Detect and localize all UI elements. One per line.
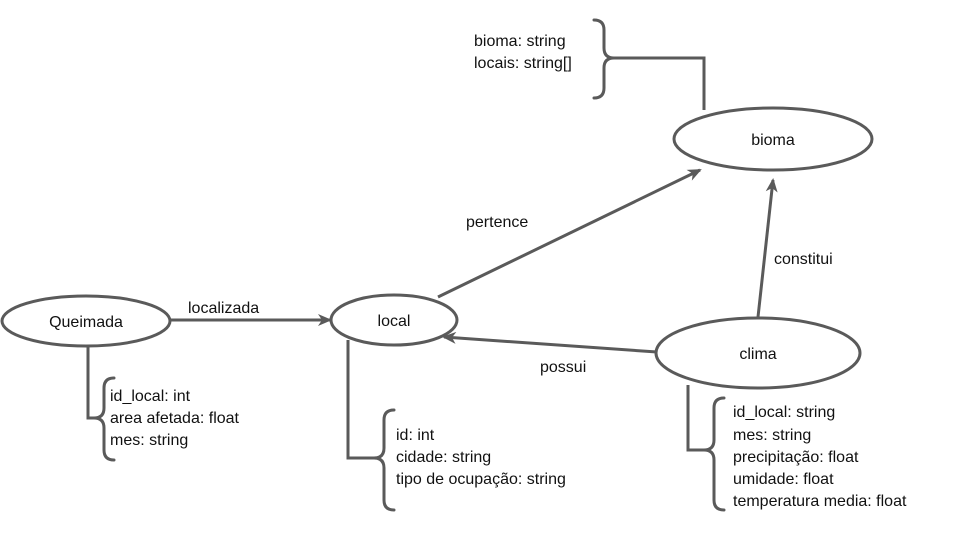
bioma-attributes-brace	[592, 18, 616, 100]
edge-pertence	[437, 168, 702, 299]
queimada-attr-mes: mes: string	[110, 432, 188, 449]
local-attr-id: id: int	[396, 427, 435, 444]
node-clima[interactable]: clima	[654, 316, 862, 390]
queimada-attr-area-afetada: area afetada: float	[110, 410, 240, 427]
node-queimada-shape	[0, 294, 172, 348]
queimada-attributes-connector	[86, 344, 94, 420]
local-attr-cidade: cidade: string	[396, 449, 491, 466]
edge-constitui	[756, 178, 778, 318]
node-local-label: local	[378, 313, 411, 330]
clima-attributes-connector	[686, 385, 704, 452]
edge-label-constitui: constitui	[774, 251, 833, 268]
bioma-attr-locais: locais: string[]	[474, 55, 572, 72]
node-clima-label: clima	[739, 346, 776, 363]
bioma-attributes-connector	[614, 56, 706, 110]
node-queimada[interactable]: Queimada	[0, 294, 172, 348]
node-queimada-label: Queimada	[49, 314, 123, 331]
clima-attr-mes: mes: string	[733, 427, 811, 444]
clima-attr-id-local: id_local: string	[733, 404, 835, 421]
node-bioma[interactable]: bioma	[672, 106, 874, 172]
edge-possui	[442, 331, 658, 354]
local-attributes-connector	[346, 340, 374, 460]
local-attributes: id: int cidade: string tipo de ocupação:…	[346, 340, 566, 512]
node-local[interactable]: local	[329, 293, 459, 347]
clima-attributes-brace	[702, 396, 726, 512]
queimada-attributes-brace	[92, 376, 116, 462]
bioma-attr-bioma: bioma: string	[474, 33, 566, 50]
local-attr-tipo-ocupacao: tipo de ocupação: string	[396, 471, 566, 488]
queimada-attr-id-local: id_local: int	[110, 388, 191, 405]
clima-attr-umidade: umidade: float	[733, 471, 834, 488]
edge-label-localizada: localizada	[188, 300, 259, 317]
node-bioma-label: bioma	[751, 132, 795, 149]
queimada-attributes: id_local: int area afetada: float mes: s…	[86, 344, 240, 462]
clima-attributes: id_local: string mes: string precipitaçã…	[686, 385, 907, 512]
clima-attr-precipitacao: precipitação: float	[733, 449, 859, 466]
node-bioma-shape	[672, 106, 874, 172]
node-local-shape	[329, 293, 459, 347]
node-clima-shape	[654, 316, 862, 390]
edge-label-possui: possui	[540, 359, 586, 376]
clima-attr-temperatura-media: temperatura media: float	[733, 493, 907, 510]
edge-label-pertence: pertence	[466, 214, 528, 231]
local-attributes-brace	[372, 408, 396, 512]
bioma-attributes: bioma: string locais: string[]	[474, 18, 706, 110]
